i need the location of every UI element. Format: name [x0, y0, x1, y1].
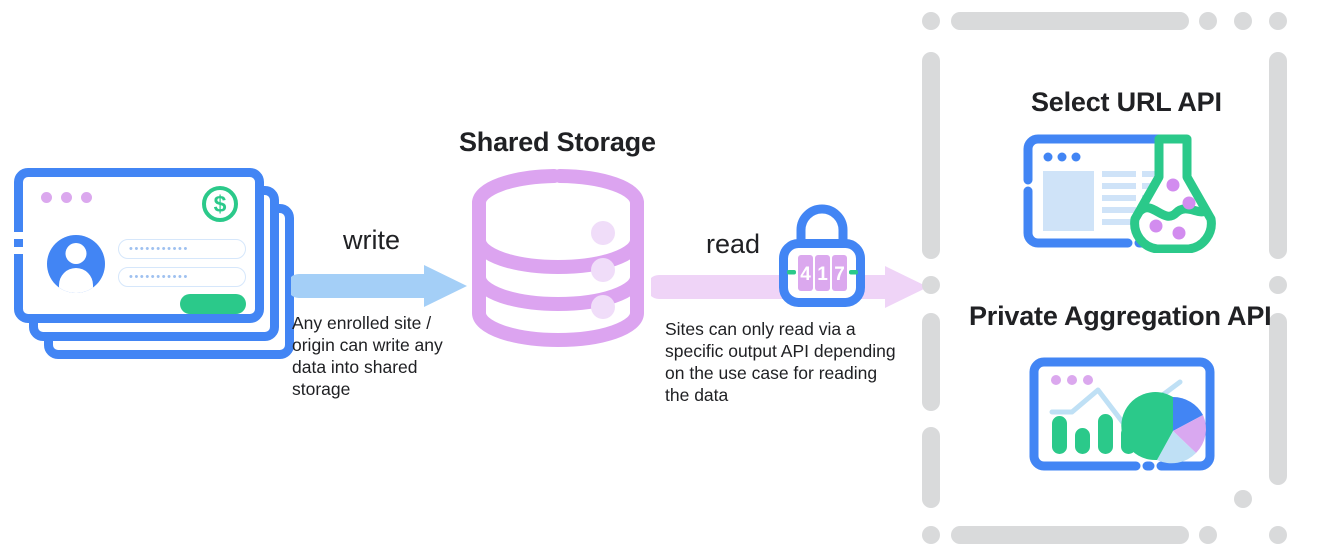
card-edge-notch-2	[13, 247, 24, 254]
shared-storage-title: Shared Storage	[459, 127, 656, 157]
write-label: write	[343, 225, 401, 255]
card-edge-notch	[13, 232, 24, 239]
read-label: read	[706, 229, 761, 259]
panel-border-dot-tl	[922, 12, 940, 30]
panel-border-dot-b2	[1234, 490, 1252, 508]
padlock-icon: 4 1 7	[779, 204, 865, 307]
panel-border-dash-right-1	[1269, 52, 1287, 259]
panel-border-dash-top	[951, 12, 1189, 30]
user-avatar-icon	[47, 235, 105, 293]
panel-border-dash-right-2	[1269, 313, 1287, 485]
panel-border-dot-tr	[1269, 12, 1287, 30]
svg-text:1: 1	[817, 264, 828, 285]
site-cards-stack: $ ••••••••••• •••••••••••	[13, 168, 294, 360]
private-aggregation-api-title: Private Aggregation API	[969, 301, 1272, 331]
write-caption: Any enrolled site / origin can write any…	[292, 313, 443, 399]
window-dot-2	[61, 192, 72, 203]
output-apis-panel	[922, 12, 1322, 544]
write-arrow-icon	[291, 265, 467, 307]
browser-with-charts-icon	[1029, 357, 1215, 471]
panel-border-dot-b1	[1199, 526, 1217, 544]
browser-with-flask-icon	[1023, 134, 1216, 253]
password-field-2[interactable]: •••••••••••	[118, 267, 246, 287]
browser-window-card-front: $ ••••••••••• •••••••••••	[13, 168, 264, 323]
select-url-api-title: Select URL API	[1031, 87, 1222, 117]
dollar-coin-icon: $	[202, 186, 238, 222]
panel-border-dot-bl	[922, 526, 940, 544]
panel-border-dot-right-mid	[1269, 276, 1287, 294]
panel-border-dot-left-mid	[922, 276, 940, 294]
panel-border-dot-t2	[1234, 12, 1252, 30]
read-caption: Sites can only read via a specific outpu…	[665, 319, 896, 405]
avatar-body	[59, 268, 93, 293]
panel-border-dash-left-2	[922, 313, 940, 411]
submit-button[interactable]	[180, 294, 246, 314]
window-control-dots	[41, 192, 92, 203]
svg-text:7: 7	[834, 264, 845, 285]
database-cylinder-icon	[471, 169, 644, 347]
panel-border-dash-bottom	[951, 526, 1189, 544]
panel-border-dash-left-3	[922, 427, 940, 508]
panel-border-dot-t1	[1199, 12, 1217, 30]
window-dot-1	[41, 192, 52, 203]
window-dot-3	[81, 192, 92, 203]
avatar-head	[65, 243, 87, 264]
panel-border-dash-left-1	[922, 52, 940, 259]
panel-border-dot-br	[1269, 526, 1287, 544]
password-field-1[interactable]: •••••••••••	[118, 239, 246, 259]
svg-text:4: 4	[800, 264, 811, 285]
